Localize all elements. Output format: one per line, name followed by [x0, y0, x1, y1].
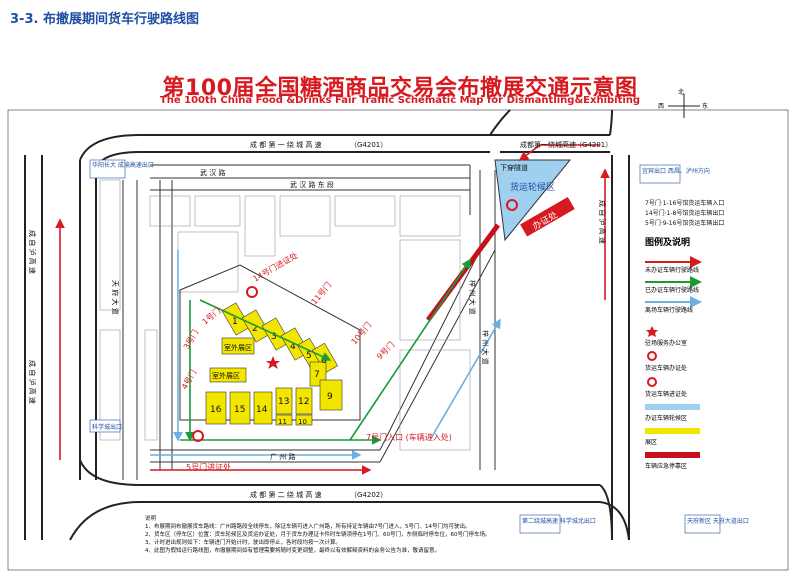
gate-5-label: 5号门进证处: [186, 462, 231, 472]
map-subtitle: The 100th China Food &Drinks Fair Traffi…: [159, 95, 641, 106]
gate-9-label: 9号门: [374, 339, 396, 361]
svg-text:9: 9: [327, 392, 333, 402]
svg-text:驻场服务办公室: 驻场服务办公室: [645, 339, 687, 347]
svg-text:3、计时进出规则如下：车辆进门开始计时，驶出即停止，各时段均: 3、计时进出规则如下：车辆进门开始计时，驶出即停止，各时段均按一次计算。: [145, 538, 341, 546]
route-lines: [55, 144, 610, 475]
venue-boundary: [179, 264, 361, 421]
svg-text:5: 5: [306, 351, 312, 361]
ring-bottom-label: 成 都 第 二 绕 城 高 速: [250, 490, 322, 499]
exit-boxes: 华阳长大 成渝高速出口 宜宾出口 西昌、泸州方向 科学城出口 第二绕城高速 科学…: [89, 159, 749, 534]
city-blocks: [99, 179, 471, 451]
svg-text:5号门·9-16号馆货运车辆出口: 5号门·9-16号馆货运车辆出口: [645, 219, 724, 227]
exhibition-halls: [205, 302, 343, 426]
svg-text:1、布展期间布撤展货车路线：广州路路段全线停车，除证车辆可进: 1、布展期间布撤展货车路线：广州路路段全线停车，除证车辆可进入广州路，所有持证车…: [145, 522, 471, 530]
svg-text:2: 2: [252, 324, 258, 334]
gate-markers: [192, 286, 280, 442]
road-labels: 成 都 第 一 绕 城 高 速 （G4201） 成都第一绕城高速 （G4201）…: [28, 140, 612, 499]
office-marker: [506, 199, 518, 211]
chengzi-left2-label: 成 自 泸 高 速: [28, 360, 37, 404]
compass: 北 东 西: [658, 88, 708, 118]
compass-west: 西: [658, 103, 664, 110]
legend: 图例及说明 未办证车辆行驶路线 已办证车辆行驶路线 离场车辆行驶路线 驻场服务办…: [645, 236, 702, 470]
bus-toll-label: 下穿隧道: [500, 163, 528, 172]
chengzi-left-label: 成 自 泸 高 速: [28, 230, 37, 274]
svg-text:10: 10: [298, 418, 307, 426]
svg-text:7: 7: [314, 370, 320, 380]
tianfu-avenue-label: 天 府 大 道: [111, 280, 120, 315]
svg-text:展区: 展区: [645, 439, 657, 446]
compass-north: 北: [678, 88, 684, 96]
guangzhou-road-label: 广 州 路: [270, 452, 295, 461]
gate-5-marker: [192, 430, 204, 442]
gate-7-label: 7号门入口 (车辆进入处): [366, 432, 452, 442]
svg-text:已办证车辆行驶路线: 已办证车辆行驶路线: [645, 286, 699, 294]
svg-text:离场车辆行驶路线: 离场车辆行驶路线: [645, 306, 693, 314]
svg-text:4: 4: [290, 342, 296, 352]
svg-text:未办证车辆行驶路线: 未办证车辆行驶路线: [645, 266, 699, 274]
page-header: 3-3. 布撤展期间货车行驶路线图: [10, 12, 199, 27]
svg-text:办证车辆轮候区: 办证车辆轮候区: [645, 414, 687, 422]
svg-text:货运车辆进证处: 货运车辆进证处: [645, 390, 687, 398]
svg-text:7号门·1-16号馆货运车辆入口: 7号门·1-16号馆货运车辆入口: [645, 199, 724, 207]
zizhou-avenue2-label: 梓 州 大 道: [481, 330, 490, 365]
svg-text:第二绕城高速 科学城北出口: 第二绕城高速 科学城北出口: [522, 517, 596, 525]
freight-waiting-label: 货运轮候区: [510, 181, 555, 193]
wuhan-road-label: 武 汉 路: [200, 168, 225, 177]
svg-text:11: 11: [278, 418, 287, 426]
office-tag: [520, 196, 575, 237]
gate-14-marker: [246, 286, 258, 298]
svg-text:车辆应急停靠区: 车辆应急停靠区: [645, 462, 687, 470]
zizhou-avenue-label: 梓 州 大 道: [468, 280, 477, 315]
hall-numbers: 1 2 3 4 5 6 7 9 10 11 12 13 14 15 16 室外展…: [210, 317, 333, 426]
ring-top-right-code: （G4201）: [575, 141, 612, 149]
svg-text:科学城出口: 科学城出口: [92, 423, 122, 431]
svg-text:货运车辆办证处: 货运车辆办证处: [645, 364, 687, 372]
svg-text:14号门·1-8号馆货运车辆出口: 14号门·1-8号馆货运车辆出口: [645, 209, 724, 217]
freight-waiting-area: [494, 159, 572, 242]
map-title: 第100届全国糖酒商品交易会布撤展交通示意图: [162, 76, 638, 101]
map-notes: 说明 1、布展期间布撤展货车路线：广州路路段全线停车，除证车辆可进入广州路，所有…: [145, 514, 491, 554]
emergency-stop-strip: [425, 223, 501, 322]
svg-text:1: 1: [232, 317, 238, 327]
compass-east: 东: [702, 102, 708, 110]
legend-title: 图例及说明: [645, 236, 690, 248]
svg-text:宜宾出口 西昌、泸州方向: 宜宾出口 西昌、泸州方向: [642, 167, 710, 175]
svg-text:4、此图为假知运行路线图，布撤展期间如有管理需要将随时变更调: 4、此图为假知运行路线图，布撤展期间如有管理需要将随时变更调整，最终以有效解释资…: [145, 546, 440, 554]
ring-bottom-code: （G4202）: [350, 491, 387, 499]
wuhan-east-label: 武 汉 路 东 段: [290, 180, 334, 189]
ring-top-right-label: 成都第一绕城高速: [520, 140, 576, 149]
gate-10-label: 10号门: [349, 320, 373, 346]
svg-text:2、货车区（停车区）位置：货车轮候区及货运办证处，月于货车办: 2、货车区（停车区）位置：货车轮候区及货运办证处，月于货车办理证卡件时车辆须停在…: [145, 530, 491, 538]
ring-top-code: （G4201）: [350, 141, 387, 149]
chengzi-right-label: 成 自 泸 高 速: [598, 200, 607, 244]
svg-text:12: 12: [298, 397, 309, 407]
svg-text:室外展区: 室外展区: [212, 371, 240, 380]
svg-text:15: 15: [234, 405, 245, 415]
svg-text:3: 3: [271, 332, 277, 342]
gate-3-label: 3号门: [181, 328, 200, 351]
svg-text:天府新区 天府大道出口: 天府新区 天府大道出口: [687, 517, 749, 525]
svg-text:说明: 说明: [145, 514, 157, 522]
gate-4-label: 4号门: [179, 368, 198, 391]
svg-text:14: 14: [256, 405, 268, 415]
service-office-star: [266, 356, 280, 369]
svg-text:室外展区: 室外展区: [224, 343, 252, 352]
gate-11-label: 11号门: [309, 280, 333, 306]
ring-top-label: 成 都 第 一 绕 城 高 速: [250, 140, 322, 149]
svg-text:13: 13: [278, 397, 289, 407]
highway-lines: [24, 109, 630, 541]
svg-text:16: 16: [210, 405, 222, 415]
exhibition-notes: 7号门·1-16号馆货运车辆入口 14号门·1-8号馆货运车辆出口 5号门·9-…: [645, 199, 724, 227]
svg-text:华阳长大 成渝高速出口: 华阳长大 成渝高速出口: [92, 161, 154, 169]
map-frame: [7, 109, 789, 571]
